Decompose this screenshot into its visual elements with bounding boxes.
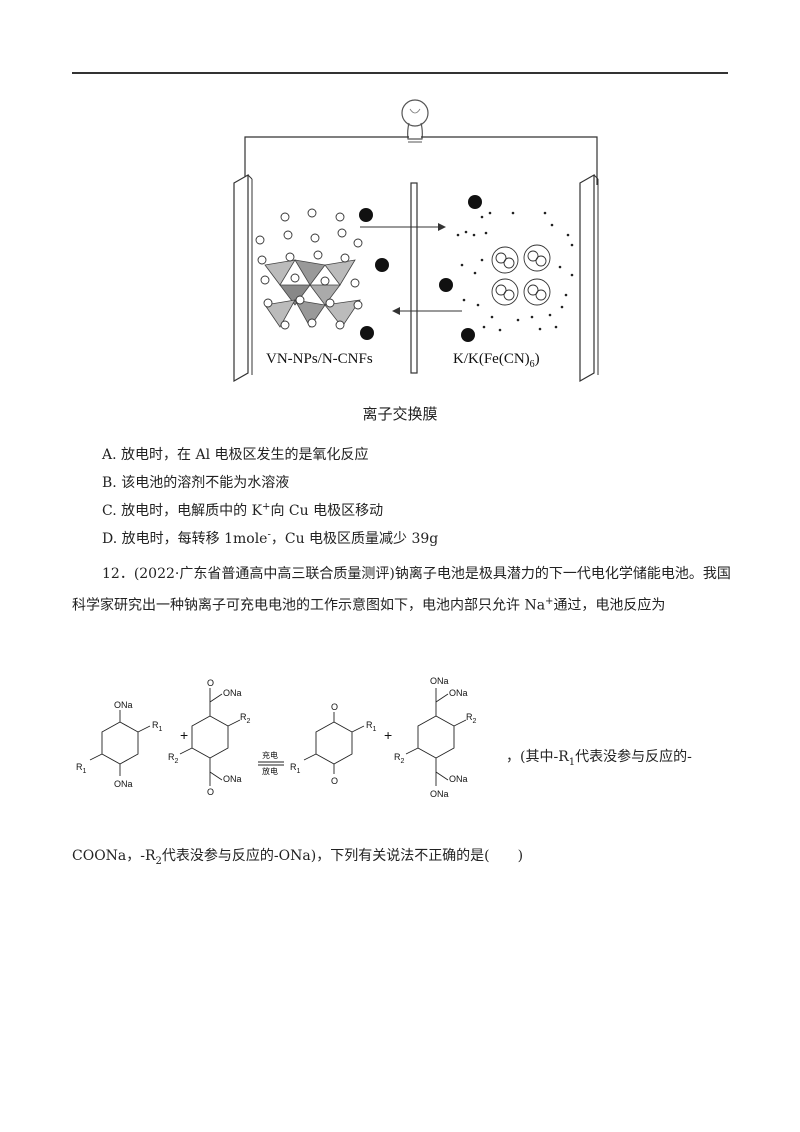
question-12-text: 12．(2022·广东省普通高中高三联合质量测评)钠离子电池是极具潜力的下一代电… [72, 566, 731, 614]
svg-text:ONa: ONa [114, 779, 133, 789]
left-electrode [233, 173, 249, 383]
left-wire [244, 136, 409, 185]
svg-text:O: O [331, 776, 338, 786]
reaction-note: ，(其中-R1代表没参与反应的- [506, 749, 692, 768]
svg-text:充电: 充电 [262, 750, 278, 760]
right-electrode [579, 173, 595, 383]
svg-text:R1: R1 [290, 762, 301, 775]
svg-text:R2: R2 [168, 752, 179, 765]
question-12-continuation: COONa，-R2代表没参与反应的-ONa)，下列有关说法不正确的是( ) [72, 848, 524, 867]
battery-diagram: VN-NPs/N-CNFs K/K(Fe(CN)6) [233, 99, 599, 383]
svg-text:ONa: ONa [430, 676, 449, 686]
left-electrode-label: VN-NPs/N-CNFs [266, 351, 373, 367]
svg-text:R2: R2 [466, 712, 477, 725]
option-d[interactable]: D. 放电时，每转移 1mole-，Cu 电极区质量减少 39g [102, 529, 439, 547]
svg-text:O: O [207, 787, 214, 797]
svg-text:+: + [384, 727, 392, 743]
svg-text:R2: R2 [394, 752, 405, 765]
option-a[interactable]: A. 放电时，在 Al 电极区发生的是氧化反应 [102, 447, 369, 463]
open-circles [255, 208, 363, 330]
option-b[interactable]: B. 该电池的溶剂不能为水溶液 [102, 475, 290, 491]
svg-text:R1: R1 [152, 720, 163, 733]
svg-text:ONa: ONa [449, 774, 468, 784]
svg-text:ONa: ONa [449, 688, 468, 698]
svg-text:+: + [180, 727, 188, 743]
svg-text:R2: R2 [240, 712, 251, 725]
ion-exchange-membrane [410, 182, 418, 374]
light-bulb-icon [401, 99, 429, 143]
vn-crystal-structure [264, 259, 361, 328]
reaction-equation: ONa ONa R1 R1 + O ONa O ONa R2 R2 充电 放电 … [76, 676, 477, 799]
figure-caption: 离子交换膜 [362, 405, 438, 423]
svg-text:ONa: ONa [430, 789, 449, 799]
electrolyte-dots [456, 211, 574, 332]
ferrocyanide-clusters [491, 244, 551, 306]
right-electrode-label: K/K(Fe(CN)6) [453, 351, 540, 370]
reactant-1 [89, 710, 151, 776]
k-ions [359, 195, 482, 342]
svg-text:ONa: ONa [223, 774, 242, 784]
svg-text:O: O [207, 678, 214, 688]
svg-text:R1: R1 [76, 762, 87, 775]
svg-text:R1: R1 [366, 720, 377, 733]
svg-text:ONa: ONa [223, 688, 242, 698]
product-1 [303, 712, 365, 774]
right-wire [421, 136, 598, 185]
svg-text:放电: 放电 [262, 766, 278, 776]
option-c[interactable]: C. 放电时，电解质中的 K+向 Cu 电极区移动 [102, 501, 384, 519]
svg-text:ONa: ONa [114, 700, 133, 710]
header-rule [72, 72, 728, 74]
reactant-2 [179, 688, 241, 786]
product-2 [405, 688, 467, 786]
svg-text:O: O [331, 702, 338, 712]
